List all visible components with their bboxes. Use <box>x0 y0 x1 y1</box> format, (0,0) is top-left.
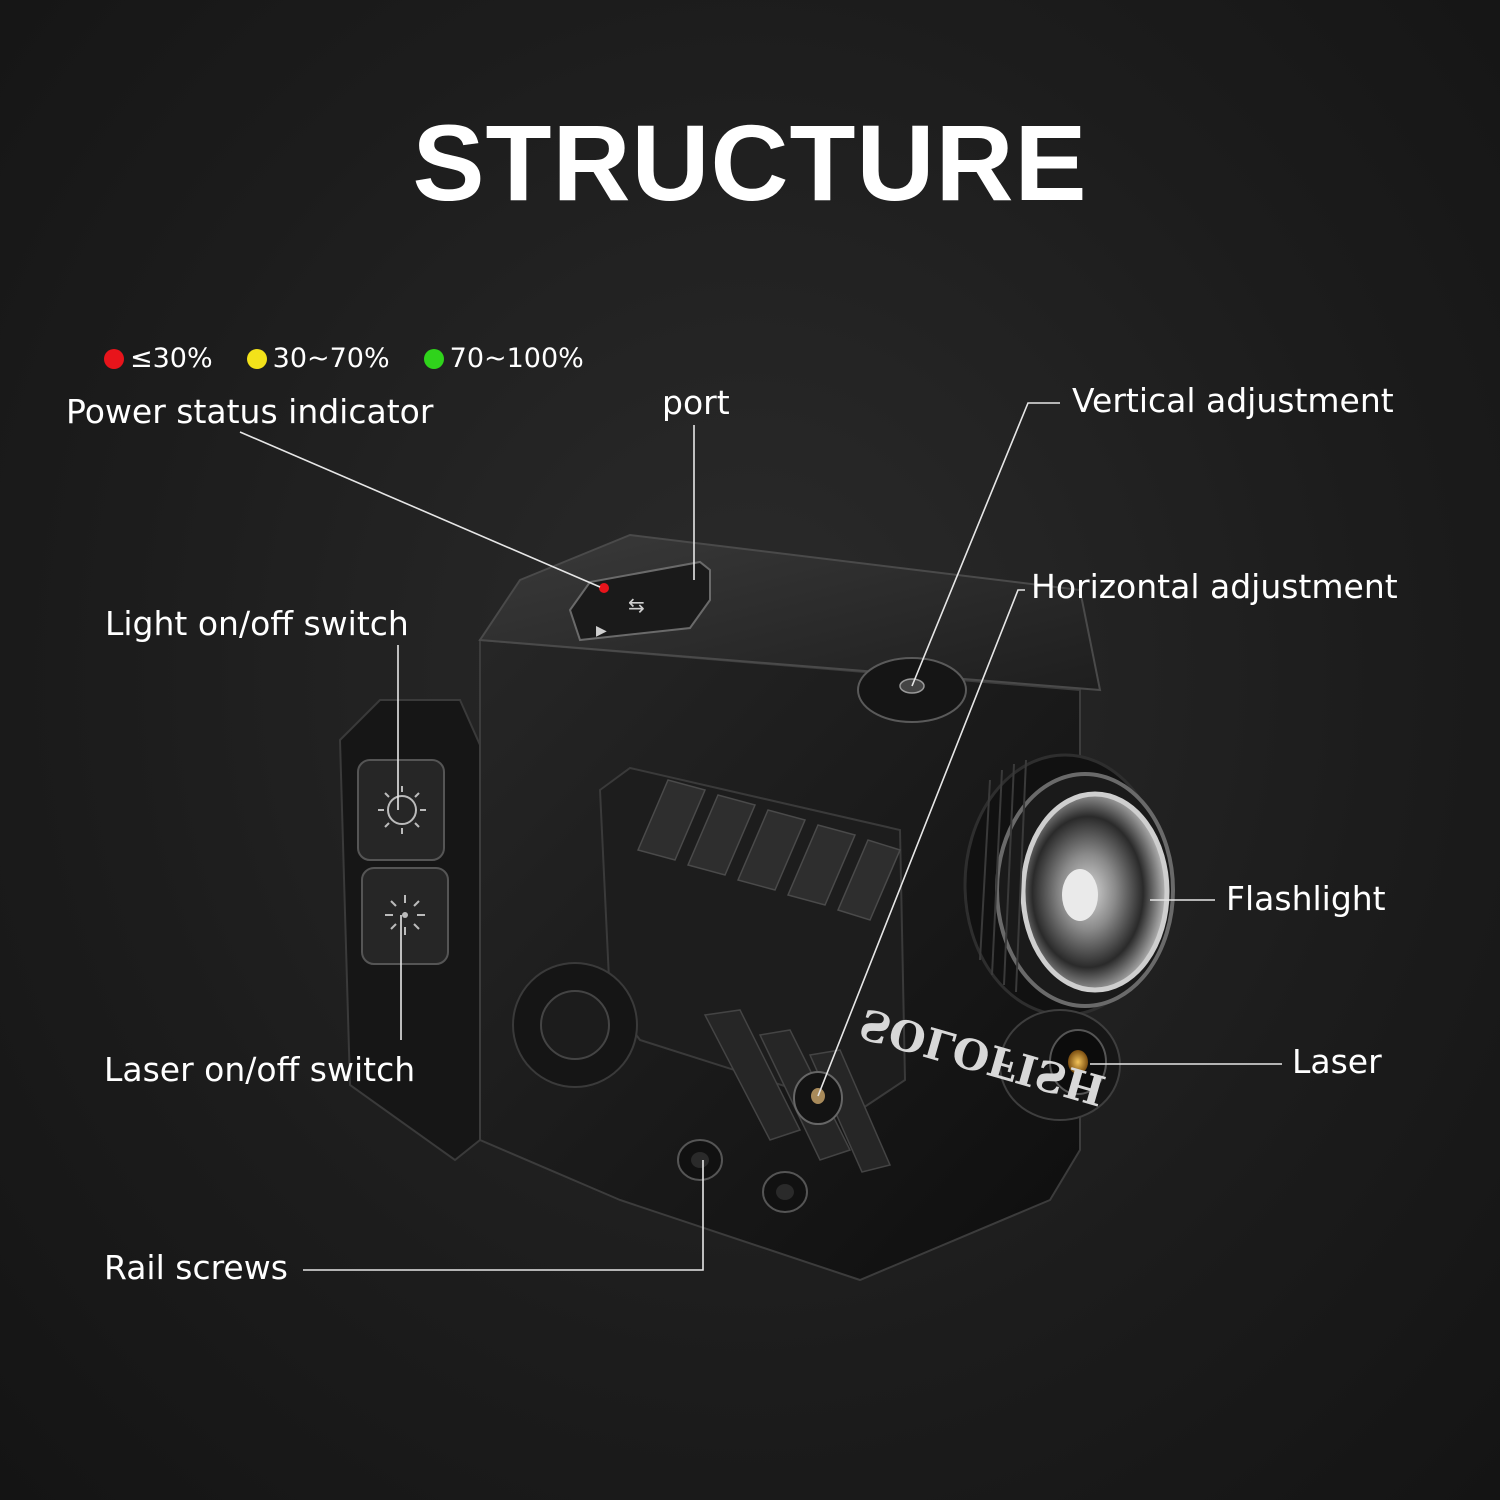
green-dot-icon <box>423 348 444 369</box>
label-vertical-adjustment: Vertical adjustment <box>1072 381 1394 420</box>
page-title: STRUCTURE <box>412 102 1088 223</box>
callout-vertical <box>911 402 1060 687</box>
laser-module <box>999 1009 1121 1121</box>
knurled-ring <box>979 759 1027 993</box>
usb-icon: ⇆ <box>628 593 645 617</box>
legend-item-high: 70~100% <box>423 343 584 374</box>
label-flashlight: Flashlight <box>1226 879 1386 918</box>
callout-horizontal <box>817 589 1025 1097</box>
laser-emitter <box>1068 1050 1088 1074</box>
arrow-icon: ▶ <box>596 623 607 639</box>
grip-ribs <box>636 779 902 921</box>
legend-item-mid: 30~70% <box>246 343 390 374</box>
rail-screw-left <box>677 1139 723 1181</box>
vertical-adjustment-screw[interactable] <box>857 657 967 723</box>
power-indicator-led <box>599 583 609 593</box>
callout-power <box>239 431 601 588</box>
flashlight-head <box>963 753 1175 1017</box>
label-horizontal-adjustment: Horizontal adjustment <box>1031 567 1398 606</box>
label-light-switch: Light on/off switch <box>105 604 409 643</box>
label-power-status: Power status indicator <box>66 392 434 431</box>
horizontal-adjustment-screw[interactable] <box>793 1071 843 1125</box>
label-laser: Laser <box>1292 1042 1382 1081</box>
callout-lines <box>239 402 1282 1271</box>
rail-screw-right <box>762 1171 808 1213</box>
label-port: port <box>662 383 730 422</box>
light-switch-button[interactable] <box>357 759 445 861</box>
legend-label-high: 70~100% <box>449 343 584 374</box>
laser-switch-button[interactable] <box>361 867 449 965</box>
legend-item-low: ≤30% <box>104 343 213 374</box>
designed-in-usa-stamp <box>512 962 638 1088</box>
callout-rail-screws <box>303 1160 704 1271</box>
usb-port-cover[interactable]: ⇆ ▶ <box>568 560 711 642</box>
label-laser-switch: Laser on/off switch <box>104 1050 416 1089</box>
legend-label-low: ≤30% <box>130 343 213 374</box>
legend-label-mid: 30~70% <box>272 343 390 374</box>
red-dot-icon <box>104 348 124 369</box>
yellow-dot-icon <box>246 348 267 369</box>
led-emitter <box>1062 869 1098 921</box>
label-rail-screws: Rail screws <box>104 1248 288 1287</box>
battery-legend: ≤30% 30~70% 70~100% <box>104 343 618 374</box>
